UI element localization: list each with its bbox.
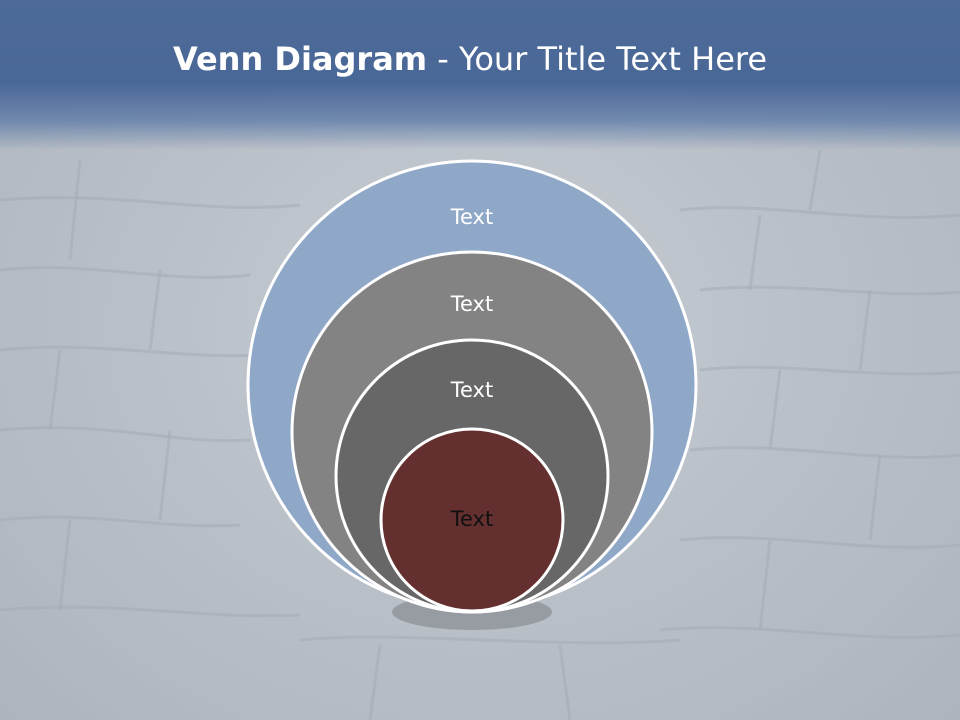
inner-circle-label: Text — [450, 507, 493, 531]
title-banner — [0, 0, 960, 150]
inner-circle — [379, 427, 565, 613]
third-circle-label: Text — [450, 378, 493, 402]
title-bold: Venn Diagram — [172, 40, 428, 78]
outer-circle-label: Text — [450, 205, 493, 229]
title-rest: - Your Title Text Here — [427, 40, 768, 78]
slide-title: Venn Diagram - Your Title Text Here — [0, 40, 940, 78]
second-circle-label: Text — [450, 292, 493, 316]
